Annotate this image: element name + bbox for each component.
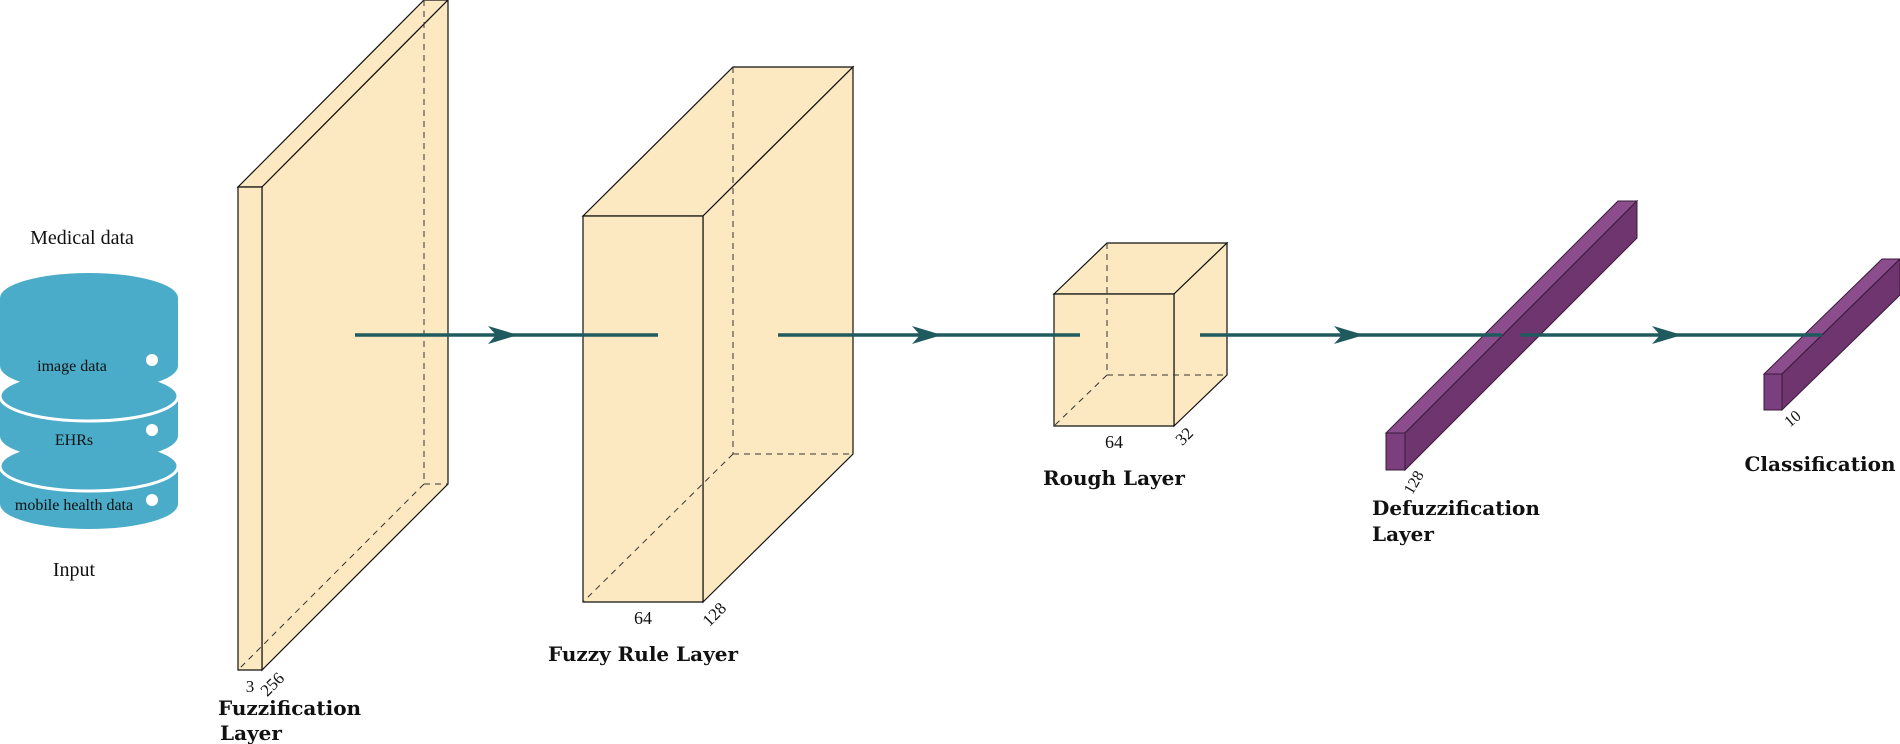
- classification-dim-b: 10: [1781, 407, 1804, 430]
- defuzzification-label-1: Defuzzification: [1372, 496, 1540, 520]
- arrow-3: [1200, 326, 1502, 344]
- fuzzy-rule-dim-b: 128: [699, 599, 730, 630]
- db-item-mobile: mobile health data: [15, 497, 133, 514]
- fuzzification-dim-a: 3: [246, 677, 255, 696]
- arrow-4: [1520, 326, 1822, 344]
- flow-arrows: [355, 326, 1822, 344]
- arrow-1: [355, 326, 658, 344]
- fuzzy-rule-layer: 64 128 Fuzzy Rule Layer: [548, 65, 855, 666]
- arrow-2: [778, 326, 1080, 344]
- db-cylinder-1: image data: [0, 273, 178, 391]
- db-indicator-2: [146, 424, 158, 436]
- rough-dim-a: 64: [1105, 432, 1123, 452]
- db-item-image: image data: [37, 358, 107, 375]
- fuzzification-label-2: Layer: [220, 721, 282, 744]
- rough-dim-b: 32: [1172, 424, 1197, 449]
- fuzzification-label-1: Fuzzification: [218, 696, 362, 720]
- input-caption: Input: [53, 559, 96, 581]
- rough-label: Rough Layer: [1043, 466, 1185, 490]
- classification-layer: 10 Classification: [1745, 258, 1900, 476]
- defuzzification-dim-b: 128: [1401, 468, 1428, 497]
- db-item-ehrs: EHRs: [55, 432, 93, 449]
- fuzzy-rule-label: Fuzzy Rule Layer: [548, 642, 739, 666]
- classification-label: Classification: [1745, 452, 1896, 476]
- input-database: Medical data mobile health data EHRs ima…: [0, 227, 180, 581]
- db-indicator-1: [146, 354, 158, 366]
- defuzzification-label-2: Layer: [1372, 522, 1434, 546]
- fuzzy-rule-dim-a: 64: [634, 608, 652, 628]
- db-indicator-3: [146, 494, 158, 506]
- input-title: Medical data: [30, 227, 134, 249]
- defuzzification-layer: 128 Defuzzification Layer: [1372, 199, 1639, 546]
- rough-layer: 64 32 Rough Layer: [1043, 241, 1229, 490]
- fuzzification-layer: 3 256 Fuzzification Layer: [218, 0, 449, 744]
